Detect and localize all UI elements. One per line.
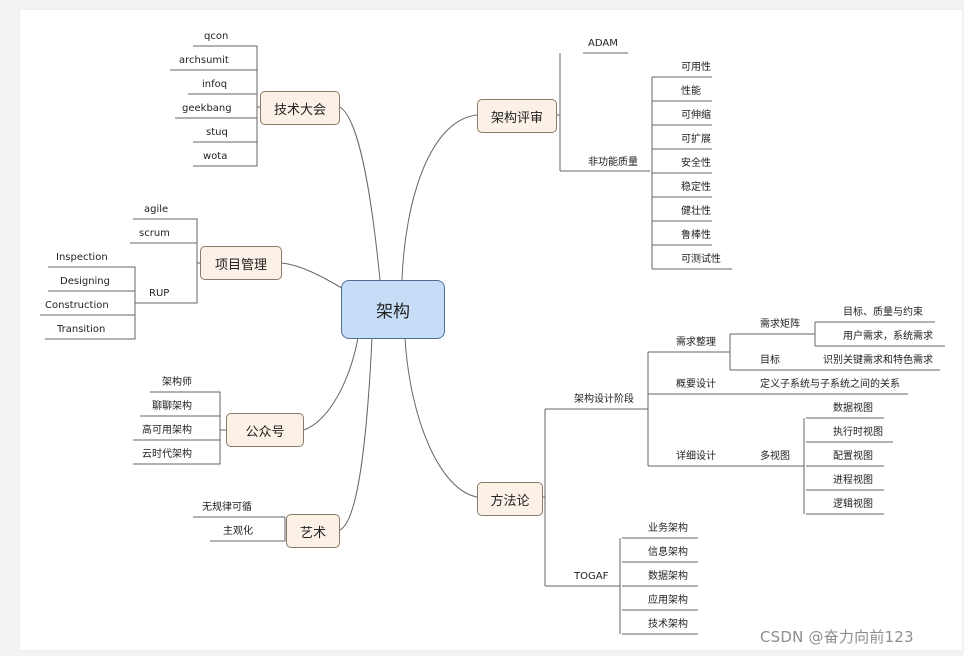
leaf-cloud-architecture[interactable]: 云时代架构 <box>142 449 192 460</box>
leaf-transition[interactable]: Transition <box>57 324 106 335</box>
leaf-scrum[interactable]: scrum <box>139 228 170 239</box>
leaf-robustness[interactable]: 健壮性 <box>681 206 711 217</box>
leaf-scalability[interactable]: 可伸缩 <box>681 110 711 121</box>
leaf-data-architecture[interactable]: 数据架构 <box>648 571 688 582</box>
leaf-availability[interactable]: 可用性 <box>681 62 711 73</box>
central-topic[interactable]: 架构 <box>341 280 445 339</box>
topic-wechat-accounts[interactable]: 公众号 <box>226 413 304 447</box>
topic-art[interactable]: 艺术 <box>286 514 340 548</box>
leaf-application-architecture[interactable]: 应用架构 <box>648 595 688 606</box>
leaf-overview-design[interactable]: 概要设计 <box>676 379 716 390</box>
leaf-multi-view[interactable]: 多视图 <box>760 451 790 462</box>
leaf-goals-quality-constraints[interactable]: 目标、质量与约束 <box>843 307 923 318</box>
topic-project-management[interactable]: 项目管理 <box>200 246 282 280</box>
leaf-architect[interactable]: 架构师 <box>162 377 192 388</box>
leaf-stability[interactable]: 稳定性 <box>681 182 711 193</box>
leaf-requirement-matrix[interactable]: 需求矩阵 <box>760 319 800 330</box>
leaf-construction[interactable]: Construction <box>45 300 109 311</box>
leaf-security[interactable]: 安全性 <box>681 158 711 169</box>
leaf-requirement-analysis[interactable]: 需求整理 <box>676 337 716 348</box>
leaf-subsystem-relations[interactable]: 定义子系统与子系统之间的关系 <box>760 379 900 390</box>
leaf-inspection[interactable]: Inspection <box>56 252 108 263</box>
leaf-togaf[interactable]: TOGAF <box>574 571 609 582</box>
leaf-business-architecture[interactable]: 业务架构 <box>648 523 688 534</box>
leaf-adam[interactable]: ADAM <box>588 38 618 49</box>
leaf-geekbang[interactable]: geekbang <box>182 103 232 114</box>
leaf-no-pattern[interactable]: 无规律可循 <box>202 502 252 513</box>
leaf-deployment-view[interactable]: 配置视图 <box>833 451 873 462</box>
watermark: CSDN @奋力向前123 <box>760 628 914 646</box>
leaf-runtime-view[interactable]: 执行时视图 <box>833 427 883 438</box>
leaf-data-view[interactable]: 数据视图 <box>833 403 873 414</box>
leaf-technology-architecture[interactable]: 技术架构 <box>648 619 688 630</box>
leaf-infoq[interactable]: infoq <box>202 79 228 90</box>
topic-tech-conference[interactable]: 技术大会 <box>260 91 340 125</box>
leaf-identify-key-requirements[interactable]: 识别关键需求和特色需求 <box>823 355 933 366</box>
leaf-information-architecture[interactable]: 信息架构 <box>648 547 688 558</box>
leaf-design-stage[interactable]: 架构设计阶段 <box>574 394 634 405</box>
leaf-subjective[interactable]: 主观化 <box>223 526 253 537</box>
leaf-agile[interactable]: agile <box>144 204 169 215</box>
leaf-rup[interactable]: RUP <box>149 288 170 299</box>
leaf-chat-architecture[interactable]: 聊聊架构 <box>152 401 192 412</box>
leaf-extensibility[interactable]: 可扩展 <box>681 134 711 145</box>
leaf-robustness-2[interactable]: 鲁棒性 <box>681 230 711 241</box>
leaf-high-availability[interactable]: 高可用架构 <box>142 425 192 436</box>
leaf-logical-view[interactable]: 逻辑视图 <box>833 499 873 510</box>
topic-methodology[interactable]: 方法论 <box>477 482 543 516</box>
leaf-nonfunctional-quality[interactable]: 非功能质量 <box>588 157 638 168</box>
leaf-archsumit[interactable]: archsumit <box>179 55 229 66</box>
leaf-testability[interactable]: 可测试性 <box>681 254 721 265</box>
leaf-performance[interactable]: 性能 <box>681 86 701 97</box>
leaf-goal[interactable]: 目标 <box>760 355 780 366</box>
leaf-user-system-requirements[interactable]: 用户需求，系统需求 <box>843 331 933 342</box>
leaf-wota[interactable]: wota <box>203 151 228 162</box>
leaf-stuq[interactable]: stuq <box>206 127 228 138</box>
leaf-designing[interactable]: Designing <box>60 276 110 287</box>
topic-architecture-review[interactable]: 架构评审 <box>477 99 557 133</box>
leaf-process-view[interactable]: 进程视图 <box>833 475 873 486</box>
leaf-qcon[interactable]: qcon <box>204 31 229 42</box>
leaf-detail-design[interactable]: 详细设计 <box>676 451 716 462</box>
